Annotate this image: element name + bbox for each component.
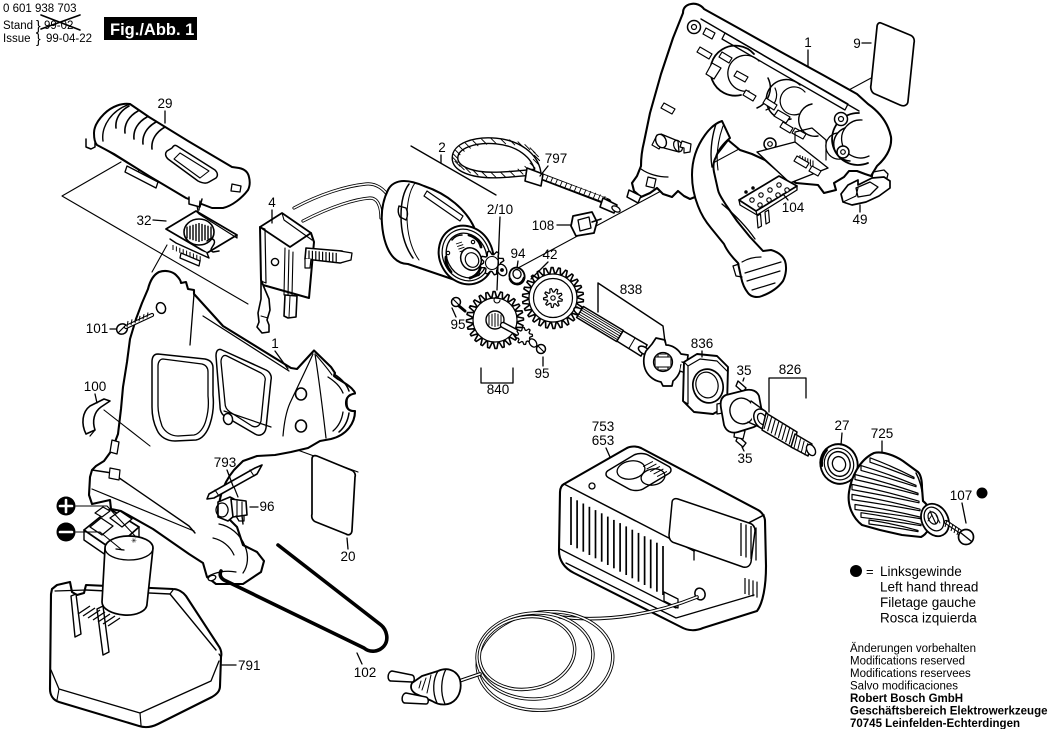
svg-text:791: 791: [238, 658, 261, 673]
svg-text:27: 27: [834, 418, 849, 433]
svg-text:29: 29: [157, 96, 172, 111]
svg-text:=: =: [866, 564, 874, 579]
svg-text:Stand: Stand: [3, 20, 33, 32]
svg-text:840: 840: [487, 382, 510, 397]
svg-text:70745 Leinfelden-Echterdingen: 70745 Leinfelden-Echterdingen: [850, 718, 1020, 729]
svg-text:35: 35: [736, 363, 751, 378]
svg-text:108: 108: [532, 218, 555, 233]
svg-text:2/10: 2/10: [487, 202, 513, 217]
svg-text:35: 35: [737, 451, 752, 466]
svg-text:9: 9: [853, 36, 861, 51]
svg-text:94: 94: [510, 246, 526, 261]
svg-text:Modifications reserved: Modifications reserved: [850, 656, 965, 668]
svg-text:Issue: Issue: [3, 33, 31, 45]
svg-text:Linksgewinde: Linksgewinde: [880, 564, 962, 579]
svg-text:725: 725: [871, 426, 894, 441]
svg-text:797: 797: [545, 151, 568, 166]
svg-text:Modifications reservees: Modifications reservees: [850, 668, 971, 680]
svg-text:99-04-22: 99-04-22: [46, 33, 92, 45]
svg-text:753: 753: [592, 419, 615, 434]
svg-text:826: 826: [779, 362, 802, 377]
svg-text:4: 4: [268, 195, 276, 210]
svg-text:49: 49: [852, 212, 867, 227]
svg-text:Änderungen vorbehalten: Änderungen vorbehalten: [850, 643, 976, 655]
svg-text:Salvo modificaciones: Salvo modificaciones: [850, 681, 958, 693]
svg-text:96: 96: [259, 499, 274, 514]
svg-text:2: 2: [438, 140, 446, 155]
svg-text:Geschäftsbereich Elektrowerkze: Geschäftsbereich Elektrowerkzeuge: [850, 706, 1048, 718]
svg-text:32: 32: [136, 213, 151, 228]
svg-text:102: 102: [354, 665, 377, 680]
svg-text:107: 107: [950, 488, 973, 503]
svg-text:✳: ✳: [131, 537, 137, 545]
svg-text:836: 836: [691, 336, 714, 351]
svg-text:}: }: [36, 17, 41, 33]
svg-text:99-02: 99-02: [44, 20, 73, 32]
svg-text:Filetage gauche: Filetage gauche: [880, 595, 976, 610]
svg-text:793: 793: [214, 455, 237, 470]
svg-text:1: 1: [271, 336, 279, 351]
svg-text:42: 42: [542, 247, 557, 262]
svg-text:Left hand thread: Left hand thread: [880, 580, 978, 595]
svg-text:101: 101: [86, 321, 109, 336]
svg-text:0 601 938 703: 0 601 938 703: [3, 3, 77, 15]
svg-text:20: 20: [340, 549, 355, 564]
svg-text:Fig./Abb. 1: Fig./Abb. 1: [110, 21, 194, 39]
svg-text:653: 653: [592, 433, 615, 448]
svg-text:}: }: [36, 30, 41, 46]
svg-text:95: 95: [534, 366, 549, 381]
svg-text:95: 95: [450, 317, 465, 332]
svg-text:1: 1: [804, 35, 812, 50]
svg-text:100: 100: [84, 379, 107, 394]
svg-text:Robert Bosch GmbH: Robert Bosch GmbH: [850, 693, 963, 705]
svg-text:838: 838: [620, 282, 643, 297]
svg-text:Rosca izquierda: Rosca izquierda: [880, 611, 977, 626]
svg-text:104: 104: [782, 200, 805, 215]
